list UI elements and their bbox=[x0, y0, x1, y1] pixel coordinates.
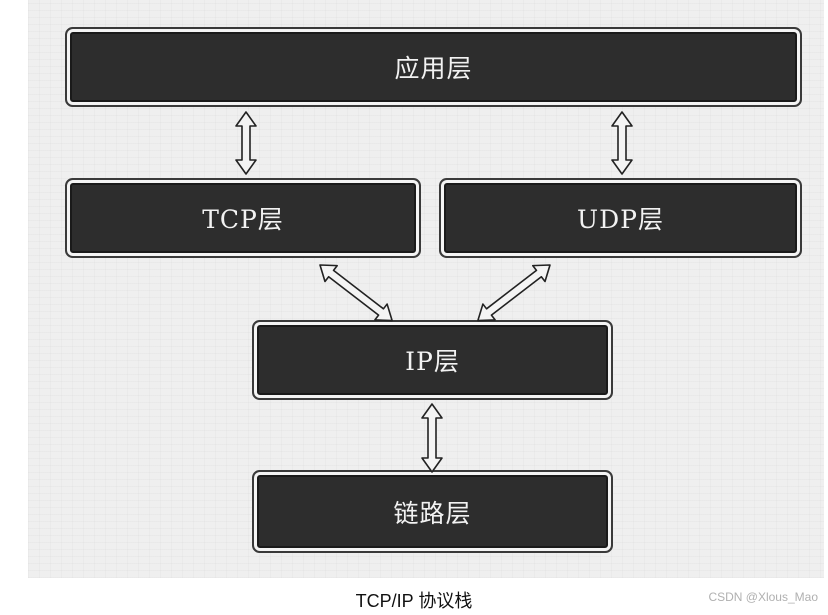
application-layer-label: 应用层 bbox=[394, 54, 473, 83]
udp-layer-box: UDP层 bbox=[444, 183, 797, 253]
ip-layer-label: IP层 bbox=[405, 347, 460, 376]
ip-layer-box: IP层 bbox=[257, 325, 608, 395]
link-layer-box: 链路层 bbox=[257, 475, 608, 548]
udp-layer-label: UDP层 bbox=[577, 205, 664, 234]
tcp-layer-box: TCP层 bbox=[70, 183, 416, 253]
watermark: CSDN @Xlous_Mao bbox=[708, 590, 818, 604]
link-layer-label: 链路层 bbox=[393, 498, 472, 528]
tcp-layer-label: TCP层 bbox=[202, 205, 284, 234]
figure-caption: TCP/IP 协议栈 bbox=[355, 591, 473, 611]
application-layer-box: 应用层 bbox=[70, 32, 797, 102]
